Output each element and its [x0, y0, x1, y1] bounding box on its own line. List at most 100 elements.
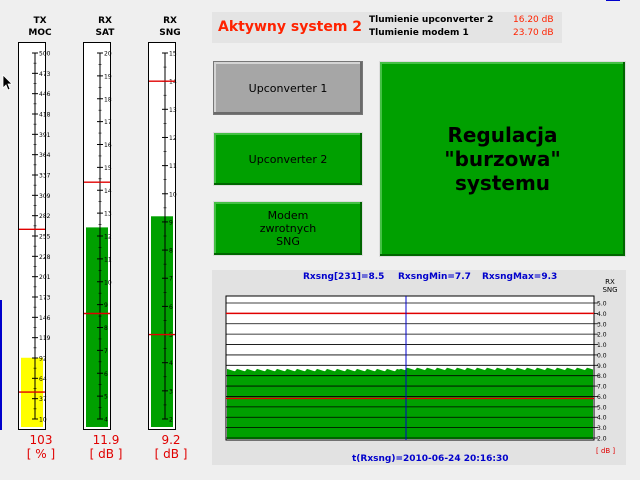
rx-sat-tick-label: 12	[104, 234, 112, 241]
attenuation-modem-label: Tlumienie modem 1	[369, 28, 469, 38]
rx-sat-tick-label: 9	[104, 302, 108, 309]
top-edge-marker	[606, 0, 620, 1]
plot-tick-label: 8.0	[597, 373, 607, 380]
rx-sat-tick-label: 13	[104, 211, 112, 218]
rx-sng-tick-label: 7	[169, 276, 173, 283]
tx-moc-tick-label: 201	[39, 274, 51, 281]
upconverter-2-button[interactable]: Upconverter 2	[213, 132, 363, 186]
tx-moc-value: 103	[29, 433, 53, 447]
plot-signal-trace	[227, 367, 593, 375]
tx-moc-tick-label: 92	[39, 356, 47, 363]
rx-sat-header: RX SAT	[83, 15, 127, 39]
rx-sat-value: 11.9	[92, 433, 120, 447]
modem-label-line1: Modem	[267, 209, 309, 222]
rx-sng-tick-label: 6	[169, 304, 173, 311]
rx-sat-readout: 11.9 [ dB ]	[81, 433, 131, 461]
tx-moc-tick-label: 228	[39, 254, 51, 261]
rx-sng-tick-label: 10	[169, 191, 177, 198]
rx-sat-title: RX	[98, 16, 112, 26]
rx-sng-tick-label: 5	[169, 332, 173, 339]
rx-sng-tick-label: 4	[169, 360, 173, 367]
mouse-cursor-icon	[2, 74, 13, 91]
upconverter-1-label: Upconverter 1	[248, 81, 328, 95]
upconverter-1-button[interactable]: Upconverter 1	[213, 61, 363, 115]
rx-current-readout: Rxsng[231]=8.5	[303, 272, 385, 282]
rx-sat-tick-label: 7	[104, 348, 108, 355]
attenuation-modem-value: 23.70 dB	[513, 28, 554, 38]
rx-sng-tick-label: 12	[169, 135, 177, 142]
rx-sng-fill	[151, 216, 173, 427]
tx-moc-tick-label: 37	[39, 396, 47, 403]
rx-sat-tick-label: 4	[104, 417, 108, 424]
storm-regulation-button[interactable]: Regulacja "burzowa" systemu	[379, 61, 626, 257]
rx-sng-tick-label: 2	[169, 417, 173, 424]
rx-sng-unit: [ dB ]	[154, 447, 188, 461]
plot-tick-label: 9.0	[597, 363, 607, 370]
tx-moc-tick-label: 364	[39, 152, 51, 159]
upconverter-2-label: Upconverter 2	[248, 152, 328, 166]
rx-min-readout: RxsngMin=7.7	[398, 272, 471, 282]
tx-moc-header: TX MOC	[18, 15, 62, 39]
rx-sng-readout: 9.2 [ dB ]	[146, 433, 196, 461]
plot-axis-title: RX SNG	[598, 278, 622, 294]
plot-tick-label: 7.0	[597, 384, 607, 391]
attenuation-upconverter-label: Tlumienie upconverter 2	[369, 15, 494, 25]
rx-sat-tick-label: 10	[104, 279, 112, 286]
rx-sat-tick-label: 18	[104, 96, 112, 103]
rx-max-readout: RxsngMax=9.3	[482, 272, 558, 282]
plot-axis-unit: [ dB ]	[596, 447, 616, 455]
regulation-label-line3: systemu	[454, 171, 551, 195]
tx-moc-tick-label: 309	[39, 193, 51, 200]
rx-sat-tick-label: 20	[104, 51, 112, 58]
tx-moc-tick-label: 391	[39, 132, 51, 139]
rx-sng-tick-label: 8	[169, 248, 173, 255]
plot-signal-fill	[227, 372, 593, 439]
plot-tick-label: 2.0	[597, 436, 607, 443]
plot-tick-label: 5.0	[597, 301, 607, 308]
tx-moc-readout: 103 [ % ]	[16, 433, 66, 461]
rx-sat-tick-label: 8	[104, 325, 108, 332]
plot-tick-label: 3.0	[597, 425, 607, 432]
tx-moc-tick-label: 446	[39, 91, 51, 98]
rx-sng-tick-label: 11	[169, 163, 177, 170]
modem-label-line2: zwrotnych	[259, 222, 317, 235]
rx-sng-tick-label: 3	[169, 388, 173, 395]
rx-sat-tick-label: 17	[104, 119, 112, 126]
plot-tick-label: 5.0	[597, 404, 607, 411]
modem-return-sng-button[interactable]: Modem zwrotnych SNG	[213, 201, 363, 256]
rx-sat-tick-label: 19	[104, 73, 112, 80]
rx-sng-tick-label: 14	[169, 79, 177, 86]
modem-label-line3: SNG	[276, 235, 300, 248]
active-system-label: Aktywny system 2	[218, 19, 363, 35]
regulation-label-line2: "burzowa"	[444, 147, 561, 171]
tx-moc-tick-label: 473	[39, 71, 51, 78]
plot-tick-label: 1.0	[597, 342, 607, 349]
tx-moc-subtitle: MOC	[28, 28, 52, 38]
rx-sat-tick-label: 15	[104, 165, 112, 172]
status-panel: Aktywny system 2 Tlumienie upconverter 2…	[212, 12, 562, 43]
tx-moc-tick-label: 282	[39, 213, 51, 220]
plot-tick-label: 4.0	[597, 415, 607, 422]
rx-sat-tick-label: 14	[104, 188, 112, 195]
tx-moc-tick-label: 146	[39, 315, 51, 322]
plot-tick-label: 2.0	[597, 332, 607, 339]
tx-moc-unit: [ % ]	[26, 447, 56, 461]
tx-moc-tick-label: 173	[39, 295, 51, 302]
rx-sat-tick-label: 5	[104, 394, 108, 401]
rx-sng-tick-label: 13	[169, 107, 177, 114]
tx-moc-tick-label: 500	[39, 51, 51, 58]
rx-sng-tick-label: 15	[169, 51, 177, 58]
rx-sng-value: 9.2	[161, 433, 181, 447]
plot-axis-title-line1: RX	[605, 278, 615, 286]
rx-sat-unit: [ dB ]	[89, 447, 123, 461]
rx-sng-header: RX SNG	[148, 15, 192, 39]
rx-sat-tick-label: 6	[104, 371, 108, 378]
tx-moc-tick-label: 255	[39, 234, 51, 241]
attenuation-upconverter-value: 16.20 dB	[513, 15, 554, 25]
plot-timestamp: t(Rxsng)=2010-06-24 20:16:30	[352, 454, 509, 464]
tx-moc-tick-label: 10	[39, 417, 47, 424]
